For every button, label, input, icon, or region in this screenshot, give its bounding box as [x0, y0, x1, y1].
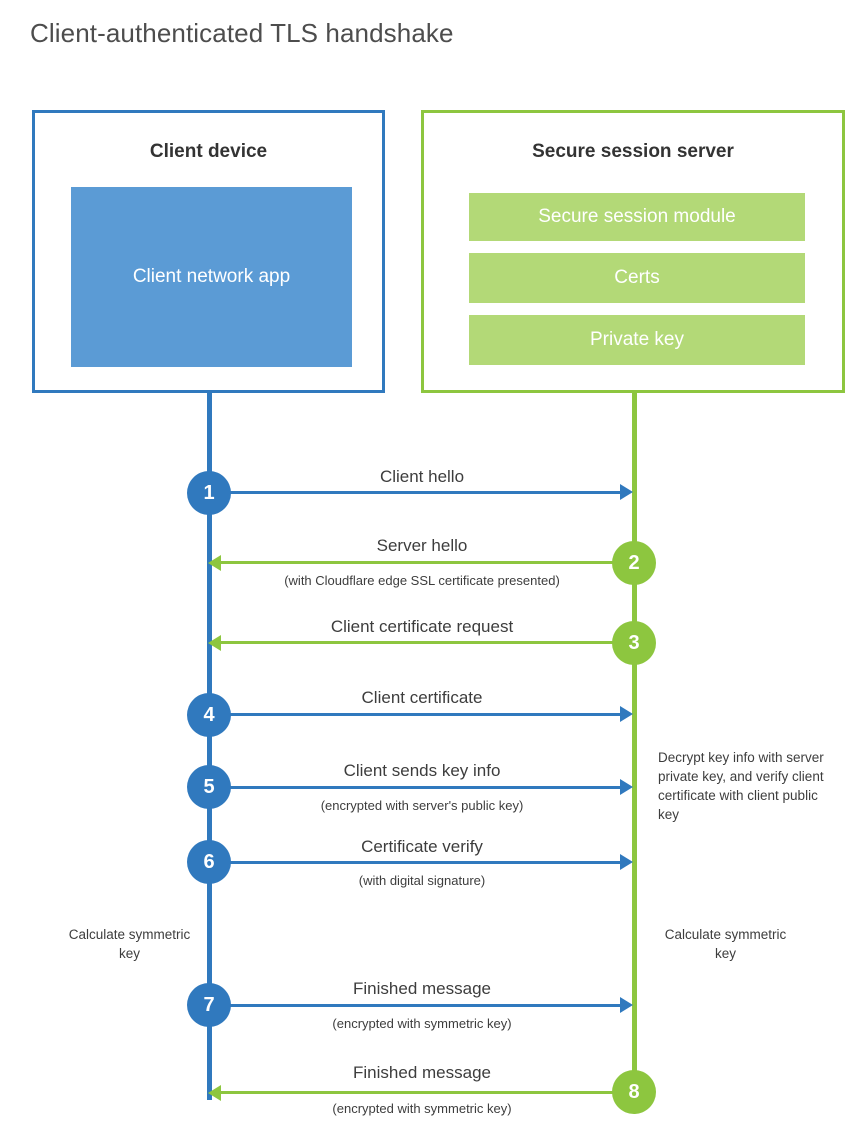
step-2-label: Server hello [376, 536, 468, 555]
step-6-arrow-line [210, 861, 622, 864]
step-5-arrow-head-icon [620, 779, 633, 795]
step-6-sublabel: (with digital signature) [358, 873, 486, 888]
step-8-label: Finished message [353, 1063, 491, 1082]
step-4-arrow-line [210, 713, 622, 716]
step-3-arrow-line [219, 641, 635, 644]
client-device-box: Client device Client network app [32, 110, 385, 393]
private-key-block: Private key [469, 315, 805, 365]
step-1-arrow-head-icon [620, 484, 633, 500]
step-1-arrow-line [210, 491, 622, 494]
client-calculate-symmetric-key-note: Calculate symmetric key [68, 927, 191, 962]
server-calculate-symmetric-key-note: Calculate symmetric key [664, 927, 787, 962]
step-3-badge[interactable]: 3 [612, 621, 656, 665]
step-8-badge[interactable]: 8 [612, 1070, 656, 1114]
step-5-sublabel: (encrypted with server's public key) [320, 798, 524, 813]
step-4-label: Client certificate [361, 688, 483, 707]
server-lifeline [632, 393, 637, 1093]
step-1-label: Client hello [379, 467, 465, 486]
step-4-badge[interactable]: 4 [187, 693, 231, 737]
step-3-arrow-head-icon [208, 635, 221, 651]
client-device-title: Client device [149, 141, 268, 162]
certs-block: Certs [469, 253, 805, 303]
secure-session-module-block: Secure session module [469, 193, 805, 241]
step-8-arrow-line [219, 1091, 635, 1094]
step-5-badge[interactable]: 5 [187, 765, 231, 809]
step-7-badge[interactable]: 7 [187, 983, 231, 1027]
step-3-label: Client certificate request [330, 617, 514, 636]
step-2-sublabel: (with Cloudflare edge SSL certificate pr… [284, 573, 560, 588]
page-title: Client-authenticated TLS handshake [30, 18, 454, 48]
step-8-arrow-head-icon [208, 1085, 221, 1101]
step-5-arrow-line [210, 786, 622, 789]
step-2-arrow-head-icon [208, 555, 221, 571]
step-7-label: Finished message [353, 979, 491, 998]
step-2-arrow-line [219, 561, 635, 564]
step-7-arrow-head-icon [620, 997, 633, 1013]
step-6-label: Certificate verify [361, 837, 483, 856]
step-7-arrow-line [210, 1004, 622, 1007]
step-8-sublabel: (encrypted with symmetric key) [332, 1101, 512, 1116]
step-4-arrow-head-icon [620, 706, 633, 722]
step-6-badge[interactable]: 6 [187, 840, 231, 884]
step-1-badge[interactable]: 1 [187, 471, 231, 515]
client-lifeline [207, 393, 212, 1100]
server-decrypt-note: Decrypt key info with server private key… [658, 750, 824, 823]
secure-session-server-box: Secure session server Secure session mod… [421, 110, 845, 393]
step-5-label: Client sends key info [343, 761, 501, 780]
secure-session-server-title: Secure session server [532, 141, 734, 162]
client-network-app-block: Client network app [71, 187, 352, 367]
step-6-arrow-head-icon [620, 854, 633, 870]
step-7-sublabel: (encrypted with symmetric key) [332, 1016, 512, 1031]
step-2-badge[interactable]: 2 [612, 541, 656, 585]
